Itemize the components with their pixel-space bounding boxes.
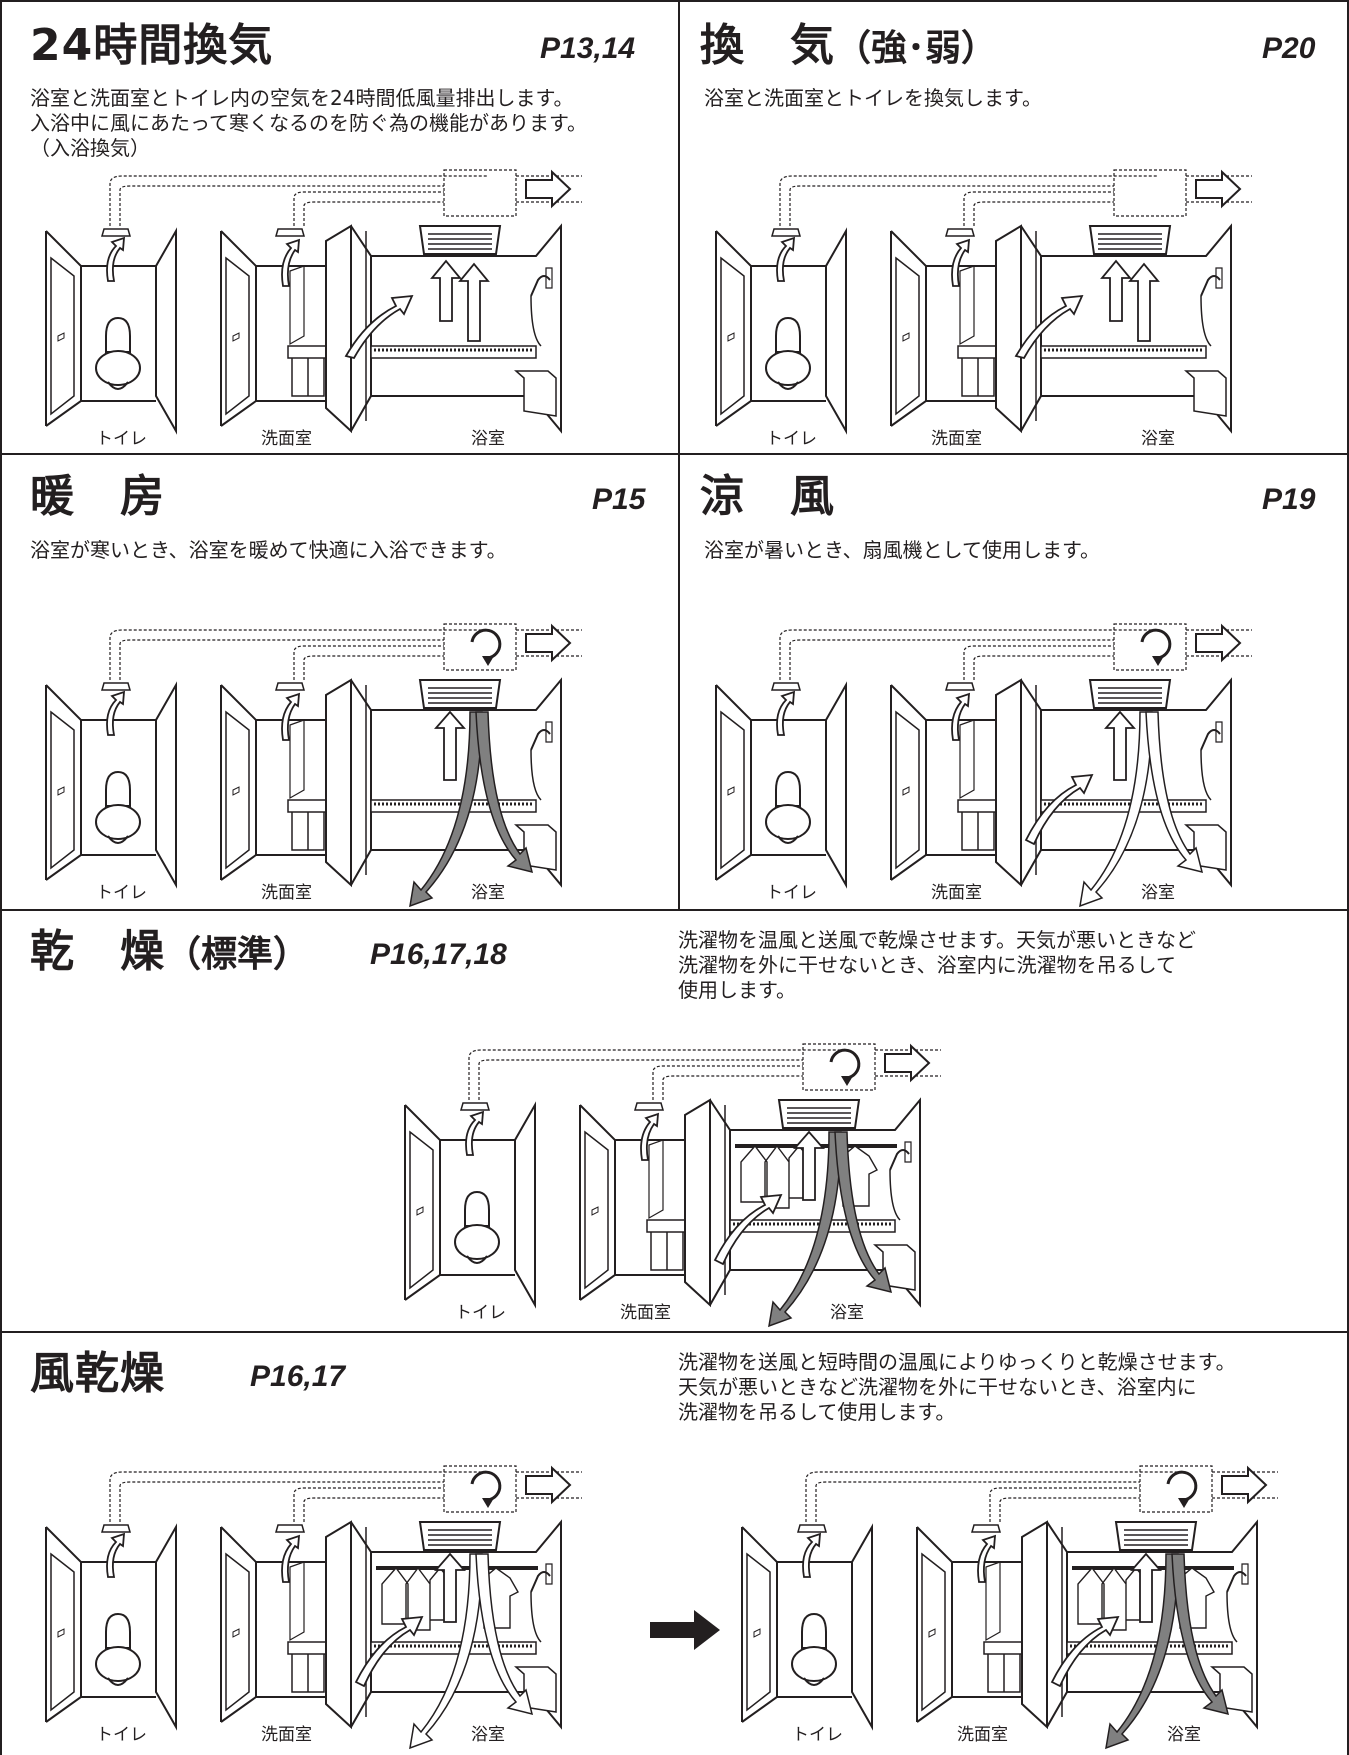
bathroom-label: 浴室 xyxy=(1141,429,1175,449)
washroom-label: 洗面室 xyxy=(261,883,312,903)
section-description: 洗濯物を温風と送風で乾燥させます。天気が悪いときなど 洗濯物を外に干せないとき、… xyxy=(678,928,1196,1003)
description-line: 天気が悪いときなど洗濯物を外に干せないとき、浴室内に xyxy=(678,1375,1197,1399)
section-title: 乾 燥（標準） xyxy=(30,930,309,974)
bathroom-label: 浴室 xyxy=(1141,883,1175,903)
section-title: 換 気（強･弱） xyxy=(700,24,997,68)
divider-row-2 xyxy=(0,909,1349,911)
section-description: 洗濯物を送風と短時間の温風によりゆっくりと乾燥させます。 天気が悪いときなど洗濯… xyxy=(678,1350,1236,1425)
heating-illustration: トイレ 洗面室 浴室 xyxy=(44,622,584,907)
wind-drying-illustration-step-2: トイレ 洗面室 浴室 xyxy=(740,1464,1280,1749)
washroom-label: 洗面室 xyxy=(931,883,982,903)
cool-breeze-illustration: トイレ 洗面室 浴室 xyxy=(714,622,1254,907)
description-line: 洗濯物を吊るして使用します。 xyxy=(678,1400,956,1424)
page-reference: P20 xyxy=(1262,32,1316,65)
washroom-label: 洗面室 xyxy=(957,1725,1008,1745)
bathroom-label: 浴室 xyxy=(830,1303,864,1323)
title-sub: （標準） xyxy=(165,934,310,975)
description-line: 洗濯物を送風と短時間の温風によりゆっくりと乾燥させます。 xyxy=(678,1350,1236,1374)
description-line: 洗濯物を外に干せないとき、浴室内に洗濯物を吊るして xyxy=(678,953,1176,977)
frame-left xyxy=(0,0,2,1755)
description-line: 浴室が暑いとき、扇風機として使用します。 xyxy=(704,538,1100,562)
description-line: （入浴換気） xyxy=(30,136,150,160)
frame-top xyxy=(0,0,1349,2)
ventilation-24h-illustration: トイレ 洗面室 浴室 xyxy=(44,168,584,449)
section-title: 涼 風 xyxy=(700,471,835,522)
washroom-label: 洗面室 xyxy=(261,1725,312,1745)
section-description: 浴室と洗面室とトイレを換気します。 xyxy=(704,86,1042,111)
title-main: 乾 燥 xyxy=(30,926,165,977)
description-line: 浴室が寒いとき、浴室を暖めて快適に入浴できます。 xyxy=(30,538,507,562)
toilet-label: トイレ xyxy=(766,429,817,449)
toilet-label: トイレ xyxy=(96,883,147,903)
divider-row-3 xyxy=(0,1331,1349,1333)
section-title: 暖 房 xyxy=(30,471,165,522)
section-title: 風乾燥 xyxy=(30,1348,165,1399)
section-description: 浴室が暑いとき、扇風機として使用します。 xyxy=(704,538,1100,563)
title-sub: （強･弱） xyxy=(835,28,998,69)
ventilation-illustration: トイレ 洗面室 浴室 xyxy=(714,168,1254,449)
description-line: 入浴中に風にあたって寒くなるのを防ぐ為の機能があります。 xyxy=(30,111,587,135)
description-line: 洗濯物を温風と送風で乾燥させます。天気が悪いときなど xyxy=(678,928,1196,952)
page-reference: P13,14 xyxy=(540,32,636,65)
description-line: 使用します。 xyxy=(678,978,796,1002)
title-main: 換 気 xyxy=(700,20,835,71)
page-reference: P16,17,18 xyxy=(370,938,507,971)
bathroom-label: 浴室 xyxy=(1167,1725,1201,1745)
toilet-label: トイレ xyxy=(96,429,147,449)
toilet-label: トイレ xyxy=(455,1303,506,1323)
section-title: 24時間換気 xyxy=(30,20,274,71)
washroom-label: 洗面室 xyxy=(620,1303,671,1323)
drying-illustration: トイレ 洗面室 浴室 xyxy=(403,1042,943,1327)
description-line: 浴室と洗面室とトイレを換気します。 xyxy=(704,86,1042,110)
toilet-label: トイレ xyxy=(96,1725,147,1745)
section-description: 浴室が寒いとき、浴室を暖めて快適に入浴できます。 xyxy=(30,538,507,563)
washroom-label: 洗面室 xyxy=(261,429,312,449)
toilet-label: トイレ xyxy=(792,1725,843,1745)
frame-right xyxy=(1347,0,1349,1755)
page-reference: P19 xyxy=(1262,483,1316,516)
divider-column xyxy=(678,0,680,911)
page-reference: P15 xyxy=(592,483,646,516)
toilet-label: トイレ xyxy=(766,883,817,903)
next-step-arrow-icon xyxy=(650,1610,720,1650)
page-reference: P16,17 xyxy=(250,1360,346,1393)
divider-row-1 xyxy=(0,453,1349,455)
bathroom-label: 浴室 xyxy=(471,1725,505,1745)
description-line: 浴室と洗面室とトイレ内の空気を24時間低風量排出します。 xyxy=(30,86,574,110)
bathroom-label: 浴室 xyxy=(471,429,505,449)
section-description: 浴室と洗面室とトイレ内の空気を24時間低風量排出します。 入浴中に風にあたって寒… xyxy=(30,86,587,161)
bathroom-label: 浴室 xyxy=(471,883,505,903)
washroom-label: 洗面室 xyxy=(931,429,982,449)
wind-drying-illustration-step-1: トイレ 洗面室 浴室 xyxy=(44,1464,584,1749)
